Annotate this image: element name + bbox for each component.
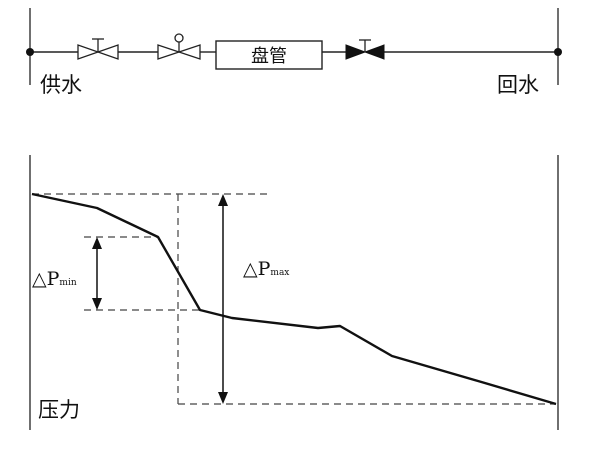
pressure-chart: △Pmin △Pmax 压力 [29, 155, 559, 430]
pressure-profile-line [31, 192, 557, 406]
dp-min-label: △Pmin [32, 268, 77, 290]
reference-dashed-lines [32, 193, 556, 405]
gate-valve-icon [77, 38, 119, 60]
return-node-icon [554, 48, 562, 56]
pressure-axis-label: 压力 [38, 398, 80, 422]
supply-node-icon [26, 48, 34, 56]
coil-box [215, 40, 323, 70]
check-valve-icon [345, 39, 385, 60]
control-valve-icon [157, 33, 201, 60]
piping-schematic: 盘管 供水 回水 [26, 8, 562, 97]
supply-label: 供水 [40, 73, 82, 97]
dp-max-arrow [218, 194, 228, 404]
coil-label: 盘管 [251, 46, 287, 67]
return-label: 回水 [497, 73, 539, 97]
dp-min-arrow [92, 237, 102, 310]
dp-max-label: △Pmax [243, 258, 289, 280]
